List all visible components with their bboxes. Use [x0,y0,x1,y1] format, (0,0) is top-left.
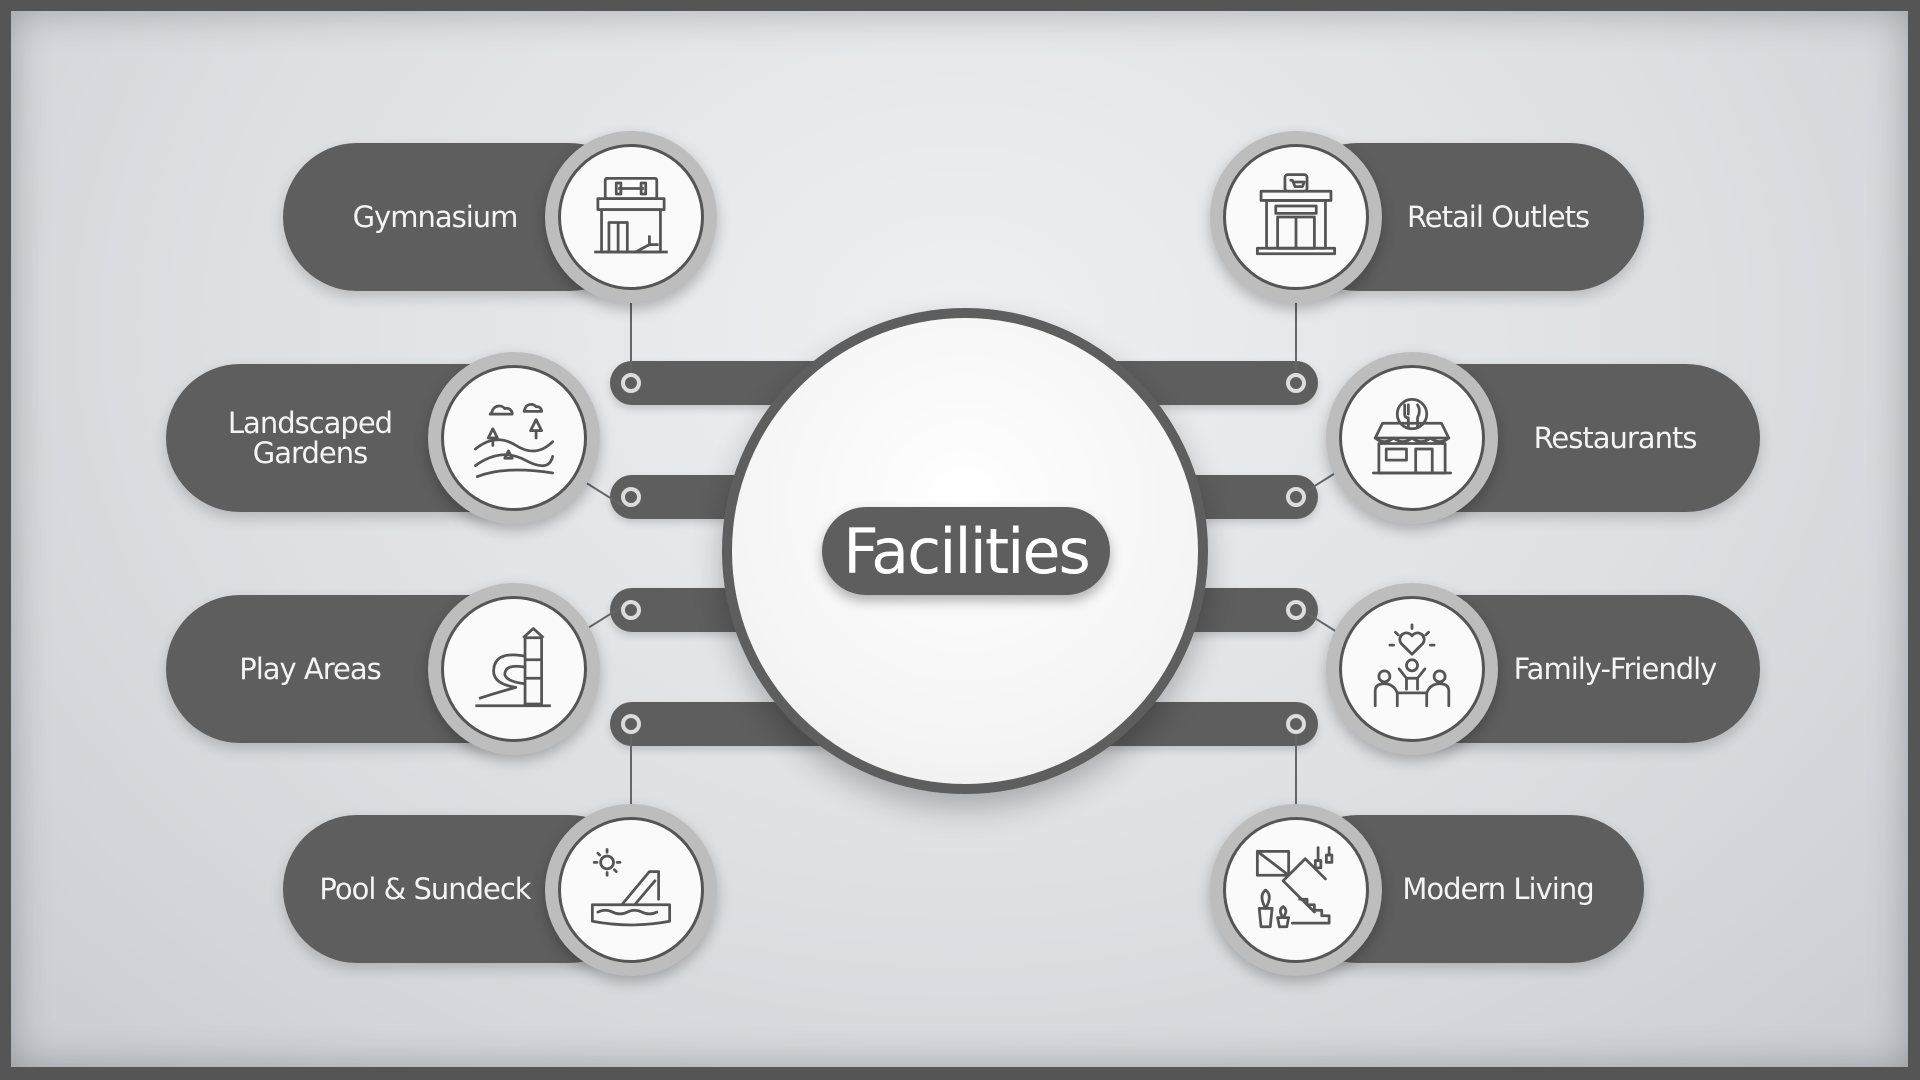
connector-node-left-2 [621,487,641,507]
connector-node-right-3 [1286,600,1306,620]
facility-label-retail: Retail Outlets [1406,200,1590,234]
facility-label-gymnasium: Gymnasium [352,200,519,234]
connector-node-left-4 [621,714,641,734]
page-title: Facilities [822,507,1110,595]
garden-landscape-icon [473,402,555,479]
retail-store-icon [1255,173,1337,256]
icon-ring-play-areas [428,583,600,755]
connector-node-left-1 [621,373,641,393]
icon-ring-gardens [428,352,600,524]
icon-ring-retail [1210,131,1382,303]
facility-label-gardens: Landscaped Gardens [227,406,393,470]
icon-ring-restaurants [1326,352,1498,524]
connector-line-retail [1295,290,1297,372]
restaurant-icon [1371,397,1453,475]
connector-line-modern [1295,734,1297,814]
facility-label-play-areas: Play Areas [239,652,382,686]
icon-ring-gymnasium [545,131,717,303]
connector-node-right-2 [1286,487,1306,507]
connector-node-right-1 [1286,373,1306,393]
facility-label-family: Family-Friendly [1513,652,1718,686]
playground-slide-icon [475,627,551,708]
icon-ring-modern [1210,804,1382,976]
pool-sun-icon [590,848,672,927]
facility-label-restaurants: Restaurants [1533,421,1698,455]
connector-node-right-4 [1286,714,1306,734]
icon-ring-pool [545,804,717,976]
facility-label-pool: Pool & Sundeck [319,872,531,906]
modern-interior-icon [1255,846,1334,929]
family-heart-icon [1373,623,1451,708]
facility-label-modern: Modern Living [1402,872,1594,906]
connector-line-pool [630,734,632,814]
connector-node-left-3 [621,600,641,620]
icon-ring-family [1326,583,1498,755]
connector-line-gymnasium [630,290,632,372]
gym-building-icon [594,176,668,254]
